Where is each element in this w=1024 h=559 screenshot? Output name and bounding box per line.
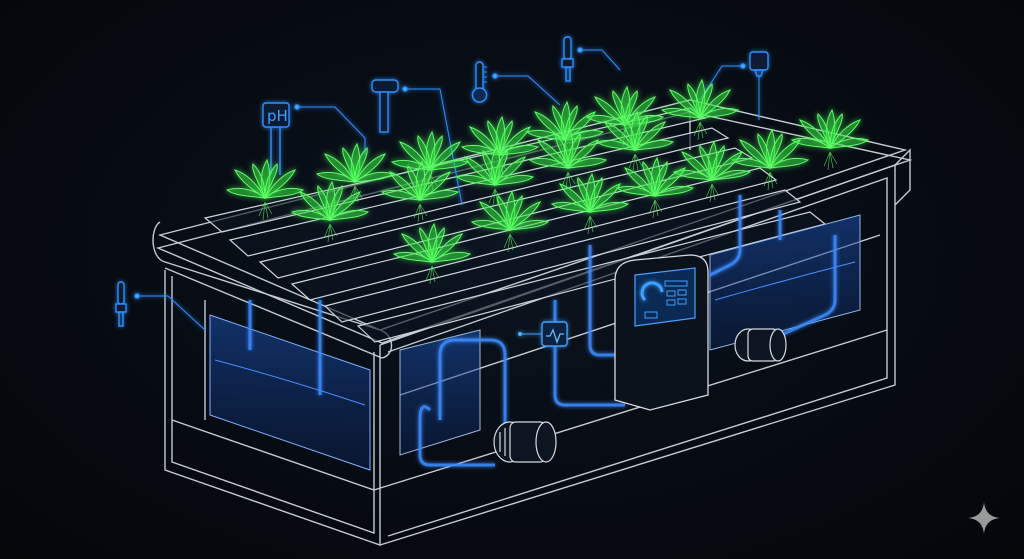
level-sensor xyxy=(561,36,621,82)
plumbing xyxy=(248,195,837,467)
control-unit xyxy=(614,254,709,411)
thermometer xyxy=(471,61,561,106)
ph-sensor xyxy=(262,102,366,175)
ec-probe xyxy=(371,79,463,206)
sparkle-icon xyxy=(968,502,1000,534)
ph-label: pH xyxy=(267,107,288,125)
flow-sensor xyxy=(699,51,769,120)
waveform-monitor xyxy=(518,321,568,347)
pump-right xyxy=(734,328,787,362)
pump-left xyxy=(493,421,557,463)
side-probe xyxy=(115,281,206,331)
